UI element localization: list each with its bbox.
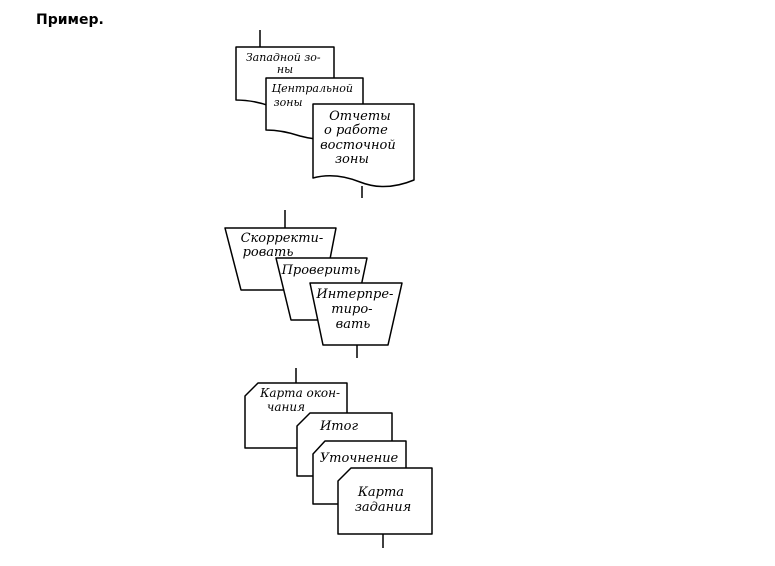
document-central-zone-label: Центральной зоны	[272, 82, 357, 109]
manual-op-correct-label: Скорректи- ровать	[241, 231, 328, 260]
card-total-label: Итог	[319, 419, 358, 434]
document-west-zone-label: Западной зо- ны	[246, 51, 324, 76]
card-task-label: Карта задания	[355, 485, 411, 515]
manual-op-interpret	[309, 282, 403, 346]
documents-group: Западной зо- ны Центральной зоны Отчеты …	[235, 30, 415, 198]
example-heading: Пример.	[36, 12, 104, 28]
manual-op-check-label: Проверить	[281, 263, 361, 278]
cards-group: Карта окон- чания Итог Уточнение Карта з…	[244, 368, 433, 548]
card-refinement-label: Уточнение	[320, 451, 399, 466]
manual-operations-group: Скорректи- ровать Проверить Интерпре- ти…	[224, 210, 403, 358]
document-east-zone-report	[312, 103, 415, 188]
document-east-zone-report-label: Отчеты о работе восточной зоны	[320, 109, 400, 167]
manual-op-interpret-label: Интерпре- тиро- вать	[315, 287, 397, 332]
card-task	[337, 467, 433, 535]
card-completion-label: Карта окон- чания	[259, 386, 344, 414]
